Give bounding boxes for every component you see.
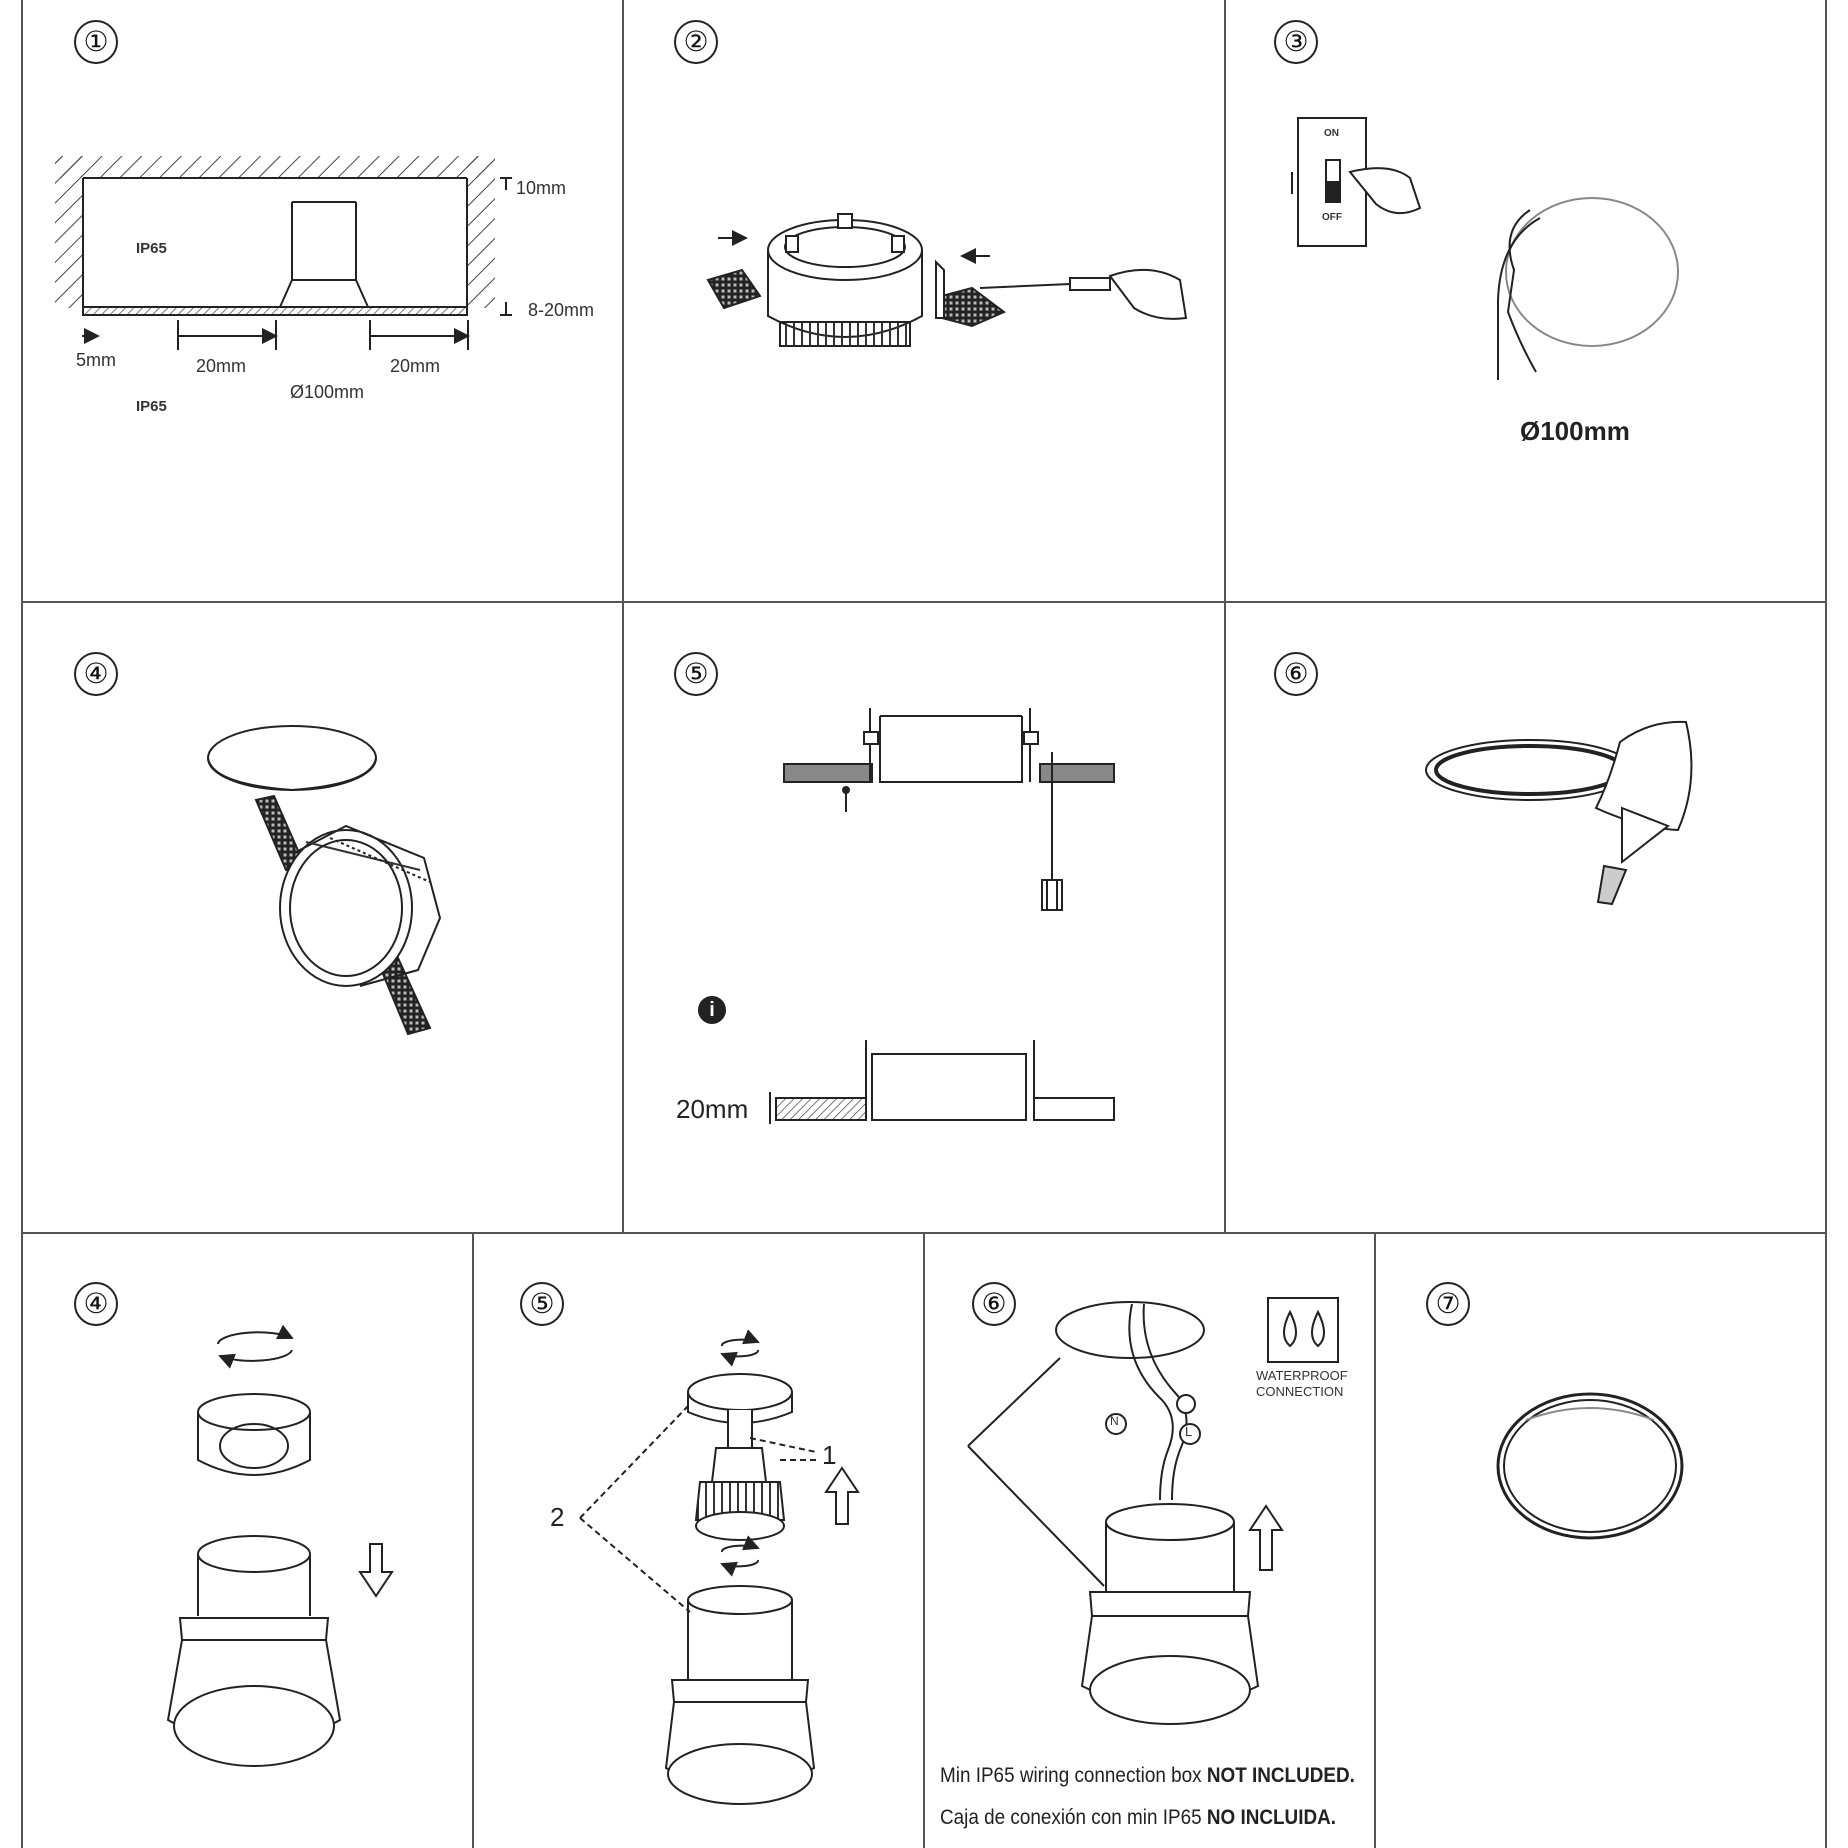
callout-2: 2 [550, 1502, 565, 1532]
panel5a-drawing [698, 708, 1115, 1124]
dimension-20mm-right: 20mm [390, 356, 441, 376]
panel6b-drawing [967, 1297, 1339, 1725]
panel3-drawing [1291, 117, 1679, 380]
callout-1: 1 [822, 1440, 837, 1470]
panel5b-drawing [579, 1329, 860, 1805]
dimension-20mm-left: 20mm [196, 356, 247, 376]
panel6a-drawing [1425, 720, 1693, 906]
switch-on-label: ON [1324, 128, 1339, 139]
ip65-label-bottom: IP65 [136, 398, 167, 415]
step-number-3: ③ [1274, 20, 1318, 64]
step-number-4-top: ④ [74, 652, 118, 696]
note-english: Min IP65 wiring connection box NOT INCLU… [940, 1764, 1355, 1788]
panel-grid [21, 0, 1827, 1848]
step-number-5-bottom: ⑤ [520, 1282, 564, 1326]
step-number-6-bottom: ⑥ [972, 1282, 1016, 1326]
dimension-5mm: 5mm [76, 350, 116, 370]
step-number-5-top: ⑤ [674, 652, 718, 696]
panel2-housing-drawing [706, 213, 1188, 347]
info-icon: i [709, 999, 715, 1021]
step-number-4-bottom: ④ [74, 1282, 118, 1326]
dimension-diameter: Ø100mm [290, 382, 365, 402]
waterproof-badge-line2: CONNECTION [1256, 1384, 1344, 1399]
panel1-section-drawing [55, 156, 512, 350]
waterproof-badge-line1: WATERPROOF [1256, 1368, 1348, 1383]
depth-20mm-label: 20mm [676, 1094, 749, 1124]
note-spanish-text: Caja de conexión con min IP65 [940, 1806, 1207, 1829]
step-number-1: ① [74, 20, 118, 64]
switch-off-label: OFF [1322, 212, 1342, 223]
step-number-2: ② [674, 20, 718, 64]
note-english-text: Min IP65 wiring connection box [940, 1764, 1207, 1787]
ip65-label-top: IP65 [136, 240, 167, 257]
terminal-l: L [1185, 1424, 1193, 1439]
panel4b-drawing [166, 1324, 394, 1767]
dimension-8-20mm: 8-20mm [528, 300, 595, 320]
note-english-bold: NOT INCLUDED. [1206, 1764, 1355, 1787]
panel4a-drawing [207, 725, 442, 1036]
step-number-7: ⑦ [1426, 1282, 1470, 1326]
panel7-drawing [1496, 1392, 1684, 1540]
step-number-6-top: ⑥ [1274, 652, 1318, 696]
note-spanish: Caja de conexión con min IP65 NO INCLUID… [940, 1806, 1336, 1830]
note-spanish-bold: NO INCLUIDA. [1206, 1806, 1337, 1829]
terminal-n: N [1110, 1414, 1119, 1428]
dimension-10mm: 10mm [516, 178, 567, 198]
cutout-diameter-label: Ø100mm [1520, 416, 1630, 446]
